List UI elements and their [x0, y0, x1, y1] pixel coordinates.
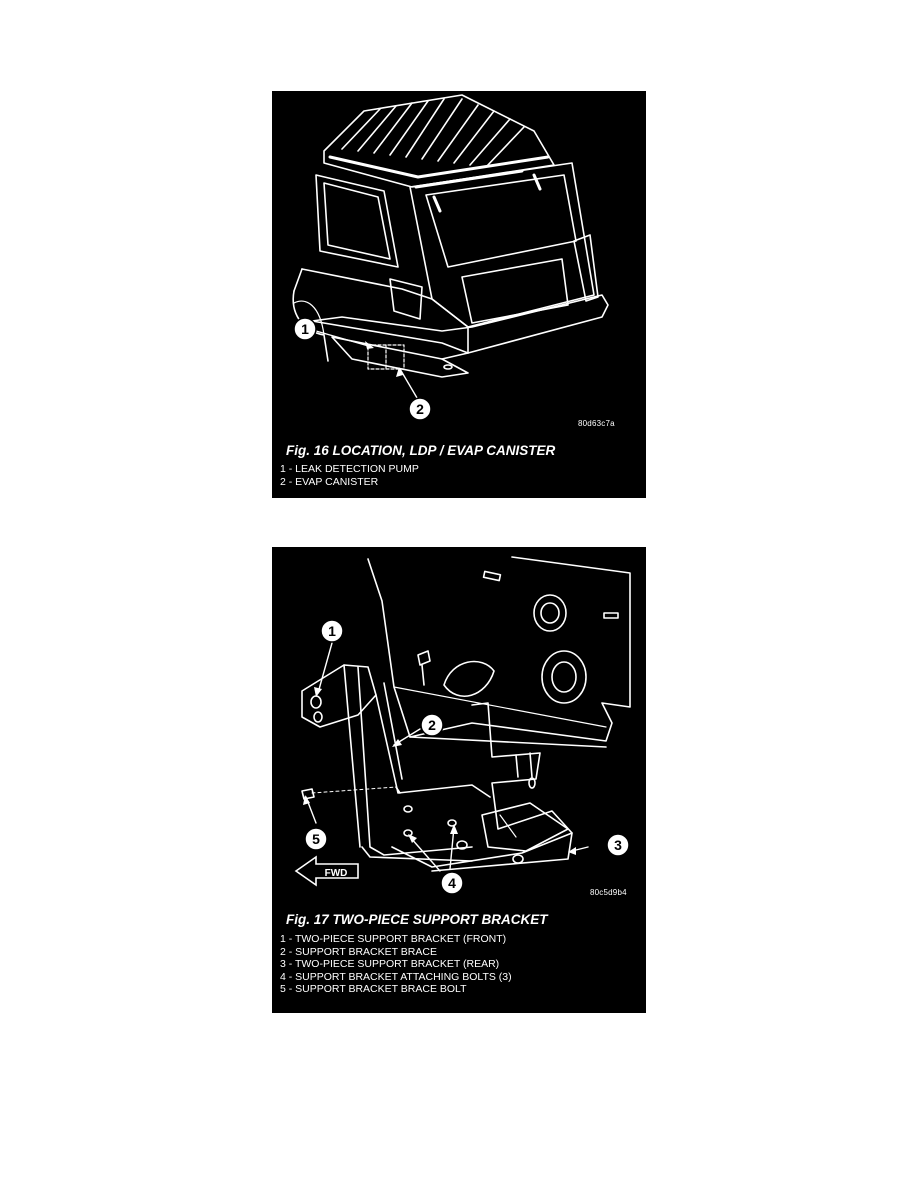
legend-item: 3 - TWO-PIECE SUPPORT BRACKET (REAR) [280, 958, 500, 971]
callout-3: 3 [606, 833, 630, 857]
figure-16: 1 2 80d63c7a Fig. 16 LOCATION, LDP / EVA… [272, 91, 646, 498]
legend-item: 1 - LEAK DETECTION PUMP [280, 463, 419, 475]
callout-2-label: 2 [428, 717, 436, 733]
figure-17-legend: 1 - TWO-PIECE SUPPORT BRACKET (FRONT) 2 … [280, 933, 512, 996]
callout-2: 2 [408, 397, 432, 421]
callout-2-label: 2 [416, 401, 424, 417]
callout-1: 1 [320, 619, 344, 643]
fwd-label: FWD [325, 868, 348, 879]
support-bracket-illustration: FWD 1 2 3 4 5 [294, 556, 631, 895]
figure-16-code: 80d63c7a [578, 419, 615, 428]
figure-17-code: 80c5d9b4 [590, 888, 627, 897]
figure-17-title: Fig. 17 TWO-PIECE SUPPORT BRACKET [286, 912, 548, 927]
legend-item: 4 - SUPPORT BRACKET ATTACHING BOLTS (3) [280, 970, 512, 983]
legend-item: 2 - EVAP CANISTER [280, 475, 379, 488]
callout-3-label: 3 [614, 837, 622, 853]
callout-1: 1 [293, 317, 317, 341]
callout-5-label: 5 [312, 831, 320, 847]
figure-16-legend: 1 - LEAK DETECTION PUMP 2 - EVAP CANISTE… [280, 463, 419, 488]
legend-item: 5 - SUPPORT BRACKET BRACE BOLT [280, 983, 467, 996]
callout-2: 2 [420, 713, 444, 737]
legend-item: 2 - SUPPORT BRACKET BRACE [280, 945, 437, 958]
figure-16-title: Fig. 16 LOCATION, LDP / EVAP CANISTER [286, 443, 556, 458]
callout-4-label: 4 [448, 875, 456, 891]
legend-item: 1 - TWO-PIECE SUPPORT BRACKET (FRONT) [280, 933, 507, 945]
callout-1-label: 1 [301, 321, 309, 337]
fwd-arrow: FWD [294, 855, 359, 887]
figure-17: FWD 1 2 3 4 5 80c5d9b4 Fig. 17 TWO-PIECE… [272, 547, 646, 1013]
vehicle-rear-illustration: 1 2 [292, 94, 609, 421]
callout-4: 4 [440, 871, 464, 895]
callout-5: 5 [304, 827, 328, 851]
callout-1-label: 1 [328, 623, 336, 639]
